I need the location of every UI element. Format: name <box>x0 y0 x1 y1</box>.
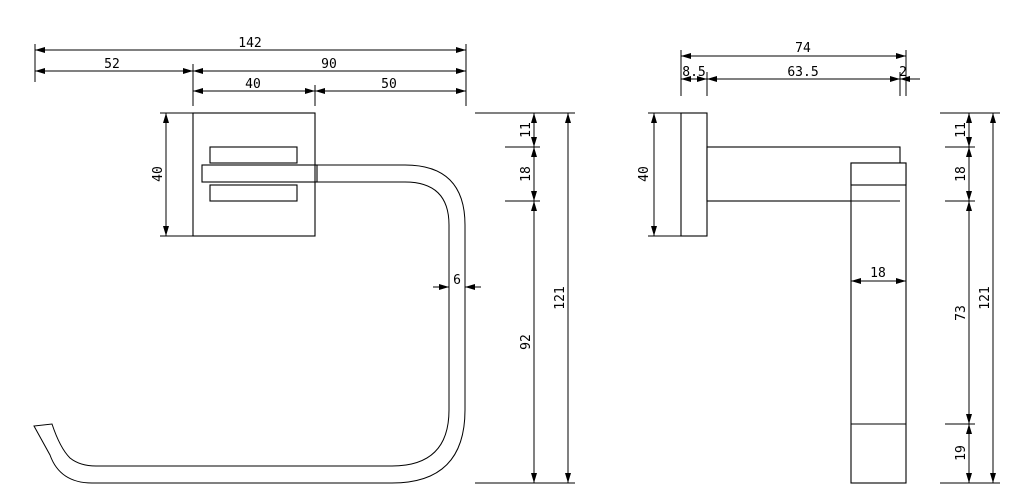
dim-front-plate-height: 40 <box>151 166 166 182</box>
front-towel-ring <box>33 164 466 484</box>
front-bar-insert <box>201 164 318 183</box>
dim-side-end-cap: 19 <box>954 445 969 461</box>
side-mounting-plate <box>680 112 708 237</box>
dim-front-ring-drop: 92 <box>519 334 534 350</box>
dim-side-overall-height: 121 <box>978 286 993 309</box>
dim-front-overall-height: 121 <box>553 286 568 309</box>
dim-front-overall-width: 142 <box>238 36 261 51</box>
dim-front-right-span: 90 <box>321 57 337 72</box>
side-view: 74 8.5 63.5 2 40 18 11 18 73 19 121 <box>637 41 1000 484</box>
front-view: 142 52 90 40 50 40 6 11 18 92 121 <box>33 36 575 484</box>
dim-side-bar-height: 18 <box>954 166 969 182</box>
dim-side-plate-thickness: 8.5 <box>682 65 705 80</box>
front-plate-slot-bottom <box>209 184 298 202</box>
dim-front-arm-length: 50 <box>381 77 397 92</box>
dim-front-left-offset: 52 <box>104 57 120 72</box>
side-ring-body <box>850 162 907 484</box>
dim-side-plate-height: 40 <box>637 166 652 182</box>
dim-side-ring-drop: 73 <box>954 305 969 321</box>
dim-side-ring-width: 18 <box>870 266 886 281</box>
dim-front-top-gap: 11 <box>519 122 534 138</box>
dim-front-plate-width: 40 <box>245 77 261 92</box>
side-bar-end <box>850 162 907 186</box>
front-plate-slot-top <box>209 146 298 164</box>
dim-side-arm-depth: 63.5 <box>787 65 818 80</box>
dim-side-tip: 2 <box>899 65 907 80</box>
front-mounting-plate <box>192 112 316 237</box>
dim-front-bar-height: 18 <box>519 166 534 182</box>
dim-front-ring-thickness: 6 <box>453 273 461 288</box>
dim-side-top-gap: 11 <box>954 122 969 138</box>
dim-side-overall-depth: 74 <box>795 41 811 56</box>
